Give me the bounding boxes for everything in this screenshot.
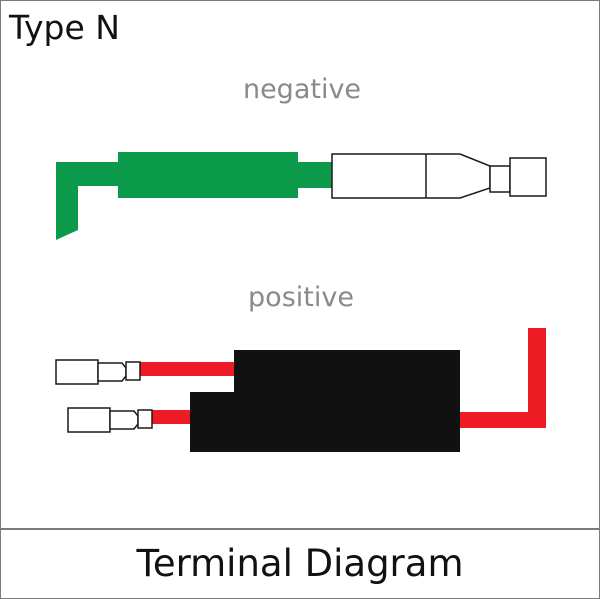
positive-fuse-body xyxy=(190,350,460,452)
positive-wire-right xyxy=(460,328,546,428)
negative-wire-bend xyxy=(56,162,118,240)
footer-title: Terminal Diagram xyxy=(136,542,464,585)
positive-label: positive xyxy=(248,282,354,313)
negative-connector-neck xyxy=(489,165,511,193)
positive-spade-top-collar xyxy=(125,361,141,381)
negative-sleeve xyxy=(118,152,298,198)
negative-connector-body xyxy=(331,153,491,199)
type-label: Type N xyxy=(9,8,120,47)
positive-spade-top xyxy=(55,359,99,385)
positive-wire-top xyxy=(138,362,238,376)
positive-spade-top-crimp xyxy=(97,362,127,382)
positive-terminal xyxy=(55,328,546,452)
positive-wire-bottom xyxy=(150,410,196,424)
footer-divider xyxy=(0,528,600,530)
negative-terminal xyxy=(56,152,547,240)
negative-label: negative xyxy=(242,74,362,105)
negative-label-wrap: negative xyxy=(0,74,600,105)
positive-spade-bottom-collar xyxy=(137,409,153,429)
positive-label-wrap: positive xyxy=(0,282,600,313)
negative-wire xyxy=(298,162,332,188)
positive-spade-bottom-crimp xyxy=(109,410,139,430)
negative-connector-tip xyxy=(509,157,547,197)
positive-spade-bottom xyxy=(67,407,111,433)
